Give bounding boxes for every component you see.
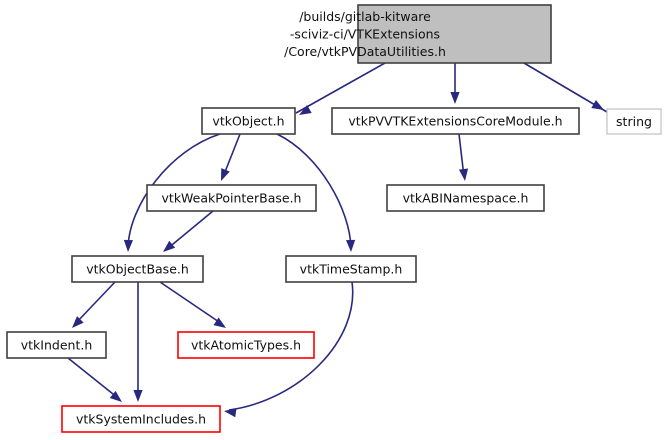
arrowhead-root-to-vtkObject xyxy=(299,105,312,115)
arrowhead-vtkObjectBase-to-vtkSystemIncludes xyxy=(133,390,143,402)
node-box-vtkAtomicTypes[interactable] xyxy=(177,331,315,359)
edge-vtkObject-to-vtkWeakPointerBase xyxy=(222,133,241,178)
node-box-vtkABINamespace[interactable] xyxy=(386,184,545,212)
node-label-vtkObject: vtkObject.h xyxy=(212,114,284,129)
edge-root-to-string xyxy=(523,62,608,113)
node-label-root-line2: -sciviz-ci/VTKExtensions xyxy=(290,27,440,42)
arrowhead-vtkObjectBase-to-vtkIndent xyxy=(72,316,84,328)
node-box-vtkObjectBase[interactable] xyxy=(71,255,204,283)
node-label-vtkIndent: vtkIndent.h xyxy=(21,338,93,353)
node-box-vtkIndent[interactable] xyxy=(6,331,107,359)
node-label-string: string xyxy=(616,114,652,129)
arrowhead-root-to-vtkPVVTKExtensionsCoreModule xyxy=(450,92,460,104)
node-vtkTimeStamp[interactable]: vtkTimeStamp.h xyxy=(285,255,417,283)
arrowhead-vtkObject-to-vtkObjectBase xyxy=(123,239,134,252)
node-label-vtkSystemIncludes: vtkSystemIncludes.h xyxy=(76,412,206,427)
edge-vtkObject-to-vtkTimeStamp xyxy=(276,133,352,249)
node-box-vtkTimeStamp[interactable] xyxy=(285,255,417,283)
node-vtkObjectBase[interactable]: vtkObjectBase.h xyxy=(71,255,204,283)
arrowheads-layer xyxy=(72,92,604,418)
node-vtkABINamespace[interactable]: vtkABINamespace.h xyxy=(386,184,545,212)
node-string[interactable]: string xyxy=(606,108,662,135)
node-vtkWeakPointerBase[interactable]: vtkWeakPointerBase.h xyxy=(146,184,317,212)
node-box-root[interactable] xyxy=(357,4,552,64)
arrowhead-root-to-string xyxy=(591,100,604,110)
node-box-vtkPVVTKExtensionsCoreModule[interactable] xyxy=(331,107,580,135)
edge-vtkWeakPointerBase-to-vtkObjectBase xyxy=(166,210,214,250)
arrowhead-vtkPVVTKExtensionsCoreModule-to-vtkABINamespace xyxy=(458,168,469,181)
edge-vtkTimeStamp-to-vtkSystemIncludes xyxy=(228,281,354,411)
node-box-vtkWeakPointerBase[interactable] xyxy=(146,184,317,212)
arrowhead-vtkWeakPointerBase-to-vtkObjectBase xyxy=(163,240,176,252)
arrowhead-vtkTimeStamp-to-vtkSystemIncludes xyxy=(224,408,237,418)
edge-vtkObject-to-vtkObjectBase xyxy=(127,133,221,249)
node-label-vtkWeakPointerBase: vtkWeakPointerBase.h xyxy=(162,191,302,206)
node-vtkAtomicTypes[interactable]: vtkAtomicTypes.h xyxy=(177,331,315,359)
node-label-vtkABINamespace: vtkABINamespace.h xyxy=(403,191,529,206)
edge-vtkObjectBase-to-vtkIndent xyxy=(74,281,116,325)
nodes-layer: /builds/gitlab-kitware -sciviz-ci/VTKExte… xyxy=(6,4,662,433)
node-label-vtkObjectBase: vtkObjectBase.h xyxy=(86,262,189,277)
edge-vtkIndent-to-vtkSystemIncludes xyxy=(67,357,119,399)
node-label-root-line3: /Core/vtkPVDataUtilities.h xyxy=(284,44,446,59)
node-vtkIndent[interactable]: vtkIndent.h xyxy=(6,331,107,359)
node-box-vtkSystemIncludes[interactable] xyxy=(61,405,221,433)
node-vtkPVVTKExtensionsCoreModule[interactable]: vtkPVVTKExtensionsCoreModule.h xyxy=(331,107,580,135)
node-vtkSystemIncludes[interactable]: vtkSystemIncludes.h xyxy=(61,405,221,433)
node-label-vtkPVVTKExtensionsCoreModule: vtkPVVTKExtensionsCoreModule.h xyxy=(348,114,562,129)
edge-root-to-vtkObject xyxy=(295,62,386,114)
node-label-vtkAtomicTypes: vtkAtomicTypes.h xyxy=(191,338,301,353)
arrowhead-vtkObject-to-vtkTimeStamp xyxy=(345,239,356,252)
node-vtkObject[interactable]: vtkObject.h xyxy=(201,107,296,135)
edge-vtkObjectBase-to-vtkAtomicTypes xyxy=(159,281,223,325)
node-label-vtkTimeStamp: vtkTimeStamp.h xyxy=(300,262,403,277)
arrowhead-vtkObjectBase-to-vtkAtomicTypes xyxy=(213,317,226,328)
arrowhead-vtkIndent-to-vtkSystemIncludes xyxy=(109,390,122,402)
node-root[interactable]: /builds/gitlab-kitware -sciviz-ci/VTKExte… xyxy=(284,4,552,64)
node-label-root-line1: /builds/gitlab-kitware xyxy=(299,9,431,24)
edges-layer xyxy=(67,62,608,411)
node-box-string[interactable] xyxy=(606,108,662,135)
arrowhead-vtkObject-to-vtkWeakPointerBase xyxy=(221,168,230,181)
node-box-vtkObject[interactable] xyxy=(201,107,296,135)
